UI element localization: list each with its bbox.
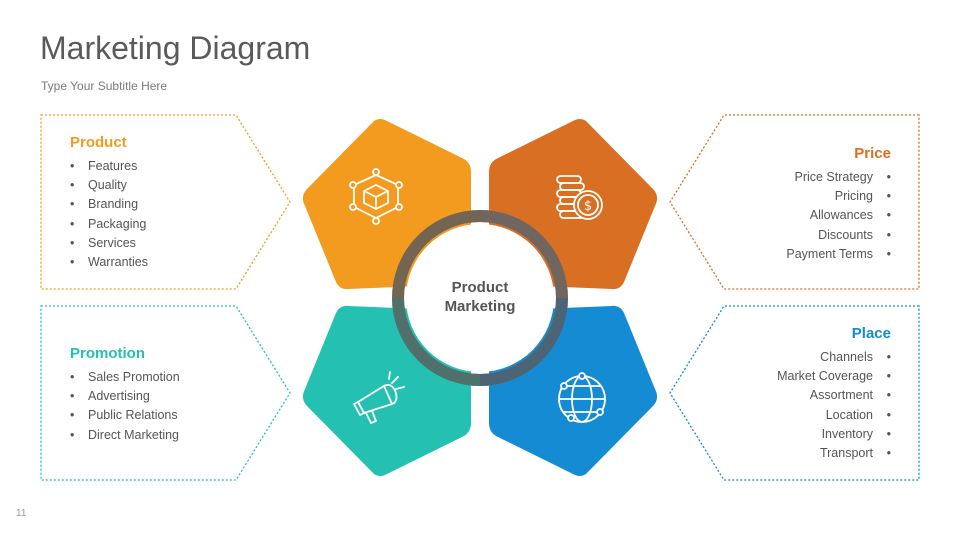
page-number: 11	[16, 508, 27, 519]
center-label: Product Marketing	[420, 278, 540, 316]
list-item: Branding	[70, 195, 148, 214]
ring-segment-price	[479, 210, 568, 299]
promotion-list: Sales Promotion Advertising Public Relat…	[70, 368, 180, 445]
globe-icon	[558, 372, 606, 423]
place-list: Channels Market Coverage Assortment Loca…	[777, 348, 891, 463]
price-list: Price Strategy Pricing Allowances Discou…	[786, 168, 891, 264]
list-item: Direct Marketing	[70, 426, 180, 445]
center-label-line2: Marketing	[444, 298, 516, 315]
product-heading: Product	[70, 134, 127, 151]
promotion-heading: Promotion	[70, 345, 145, 362]
ring-segment-product	[392, 210, 481, 299]
list-item: Price Strategy	[786, 168, 891, 187]
list-item: Public Relations	[70, 406, 180, 425]
list-item: Quality	[70, 176, 148, 195]
product-section: Product Features Quality Branding Packag…	[70, 134, 148, 272]
coins-dollar-icon: $	[556, 175, 603, 220]
ring-segment-place	[479, 297, 568, 386]
list-item: Services	[70, 234, 148, 253]
center-disc	[406, 224, 554, 372]
list-item: Warranties	[70, 253, 148, 272]
list-item: Assortment	[777, 386, 891, 405]
megaphone-icon	[353, 371, 405, 424]
list-item: Payment Terms	[786, 245, 891, 264]
price-heading: Price	[854, 145, 891, 162]
place-frame	[669, 305, 920, 481]
product-list: Features Quality Branding Packaging Serv…	[70, 157, 148, 272]
list-item: Advertising	[70, 387, 180, 406]
list-item: Features	[70, 157, 148, 176]
ring-segment-promotion	[392, 297, 481, 386]
list-item: Allowances	[786, 206, 891, 225]
promotion-frame	[40, 305, 291, 481]
promotion-section: Promotion Sales Promotion Advertising Pu…	[70, 345, 180, 445]
page-title: Marketing Diagram	[40, 30, 311, 66]
list-item: Inventory	[777, 425, 891, 444]
list-item: Pricing	[786, 187, 891, 206]
list-item: Transport	[777, 444, 891, 463]
price-frame	[669, 114, 920, 290]
product-frame	[40, 114, 291, 290]
list-item: Market Coverage	[777, 367, 891, 386]
list-item: Sales Promotion	[70, 368, 180, 387]
list-item: Discounts	[786, 226, 891, 245]
list-item: Channels	[777, 348, 891, 367]
center-label-line1: Product	[451, 279, 509, 296]
list-item: Packaging	[70, 215, 148, 234]
place-section: Place Channels Market Coverage Assortmen…	[777, 325, 891, 463]
svg-text:$: $	[584, 199, 592, 214]
place-heading: Place	[851, 325, 891, 342]
page-subtitle: Type Your Subtitle Here	[41, 79, 168, 93]
package-network-icon	[349, 168, 403, 225]
list-item: Location	[777, 406, 891, 425]
price-section: Price Price Strategy Pricing Allowances …	[786, 145, 891, 264]
